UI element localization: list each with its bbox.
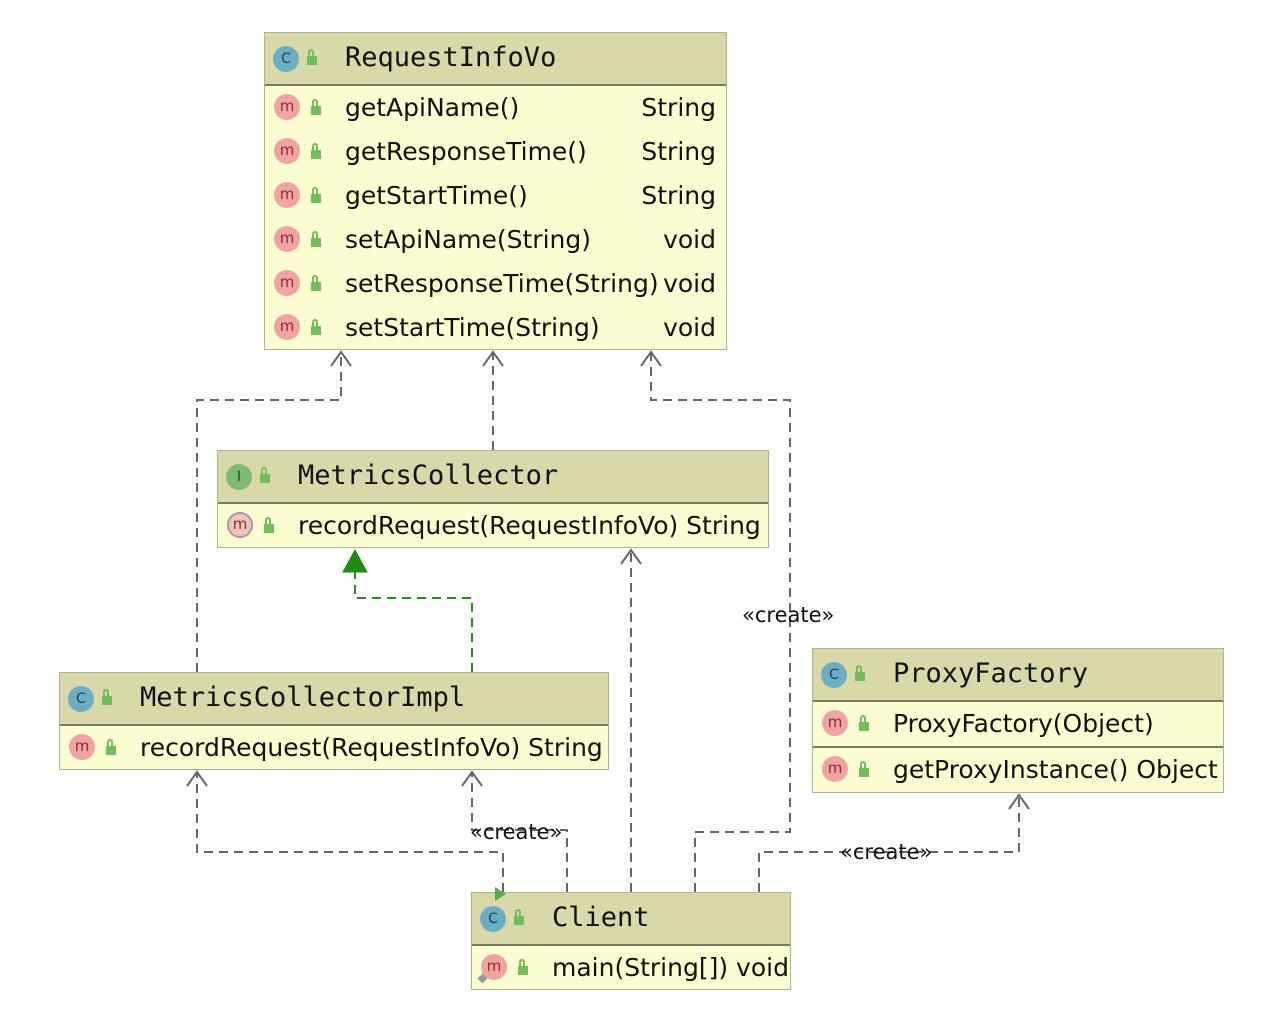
class-header: C Client (472, 887, 790, 946)
method-return-type: void (663, 269, 716, 298)
method-signature: getProxyInstance() Object (893, 755, 1218, 784)
class-name: MetricsCollector (298, 460, 559, 491)
method-signature: main(String[]) void (552, 953, 789, 982)
method-return-type: void (663, 225, 716, 254)
method-return-type: String (641, 93, 716, 122)
class-client[interactable]: C Client m main(String[]) void (471, 887, 791, 990)
method-icon: m (274, 314, 300, 340)
method-signature: getResponseTime() (345, 137, 587, 166)
member-row-recordrequest[interactable]: m recordRequest(RequestInfoVo) String (218, 504, 768, 548)
arrowhead-client-requestinfovo (640, 350, 662, 367)
member-row-recordrequest[interactable]: m recordRequest(RequestInfoVo) String (60, 726, 608, 770)
method-icon: m (274, 270, 300, 296)
class-kind-icon: C (273, 46, 299, 72)
public-visibility-icon (859, 761, 869, 777)
class-name: RequestInfoVo (345, 42, 557, 73)
method-icon: m (274, 138, 300, 164)
method-icon: m (274, 94, 300, 120)
interface-metricscollector[interactable]: I MetricsCollector m recordRequest(Reque… (217, 450, 769, 548)
public-visibility-icon (106, 739, 116, 755)
member-row-constructor[interactable]: m ProxyFactory(Object) (813, 702, 1223, 746)
class-name: Client (552, 902, 650, 933)
class-kind-icon: C (821, 662, 847, 688)
public-visibility-icon (311, 275, 321, 291)
public-visibility-icon (260, 467, 270, 483)
method-signature: setApiName(String) (345, 225, 591, 254)
create-label-metricscollectorimpl: «create» (470, 820, 563, 844)
arrowhead-client-impl (186, 770, 208, 787)
realization-arrowhead (342, 548, 368, 573)
member-row-setresponsetime[interactable]: m setResponseTime(String) void (265, 262, 726, 306)
edge-impl-realizes-collector[interactable] (354, 572, 473, 672)
arrowhead-client-collector (620, 548, 642, 565)
class-header: I MetricsCollector (218, 451, 768, 504)
public-visibility-icon (855, 665, 865, 681)
interface-kind-icon: I (226, 464, 252, 490)
public-visibility-icon (307, 49, 317, 65)
method-icon: m (481, 954, 507, 980)
member-row-main[interactable]: m main(String[]) void (472, 946, 790, 990)
class-kind-icon: C (68, 686, 94, 712)
member-row-getstarttime[interactable]: m getStartTime() String (265, 174, 726, 218)
method-signature: setResponseTime(String) (345, 269, 659, 298)
arrowhead-impl-requestinfovo (330, 350, 352, 367)
class-header: C ProxyFactory (813, 649, 1223, 702)
method-icon: m (822, 756, 848, 782)
public-visibility-icon (102, 689, 112, 705)
member-row-setstarttime[interactable]: m setStartTime(String) void (265, 306, 726, 350)
method-signature: setStartTime(String) (345, 313, 600, 342)
method-signature: recordRequest(RequestInfoVo) String (298, 511, 761, 540)
method-signature: getStartTime() (345, 181, 528, 210)
method-icon: m (274, 182, 300, 208)
class-proxyfactory[interactable]: C ProxyFactory m ProxyFactory(Object) m … (812, 648, 1224, 793)
edge-impl-to-requestinfovo[interactable] (196, 352, 342, 672)
method-signature: ProxyFactory(Object) (893, 709, 1154, 738)
class-header: C MetricsCollectorImpl (60, 673, 608, 726)
method-signature: recordRequest(RequestInfoVo) String (140, 733, 603, 762)
class-name: MetricsCollectorImpl (140, 682, 466, 713)
public-visibility-icon (514, 909, 524, 925)
class-name: ProxyFactory (893, 658, 1089, 689)
method-icon: m (274, 226, 300, 252)
class-kind-icon: C (480, 906, 506, 932)
member-row-getproxyinstance[interactable]: m getProxyInstance() Object (813, 746, 1223, 792)
public-visibility-icon (518, 959, 528, 975)
method-icon: m (69, 734, 95, 760)
public-visibility-icon (311, 231, 321, 247)
member-row-getresponsetime[interactable]: m getResponseTime() String (265, 130, 726, 174)
arrowhead-collector-requestinfovo (482, 350, 504, 367)
public-visibility-icon (311, 99, 321, 115)
edge-client-create-proxyfactory[interactable] (758, 795, 1020, 892)
class-header: C RequestInfoVo (265, 33, 726, 86)
edge-client-create-impl[interactable] (471, 772, 568, 892)
class-metricscollectorimpl[interactable]: C MetricsCollectorImpl m recordRequest(R… (59, 672, 609, 770)
class-requestinfovo[interactable]: C RequestInfoVo m getApiName() String m … (264, 32, 727, 350)
arrowhead-client-create-impl (461, 770, 483, 787)
create-label-requestinfovo: «create» (742, 603, 835, 627)
public-visibility-icon (311, 319, 321, 335)
method-icon: m (822, 710, 848, 736)
arrowhead-client-proxyfactory (1008, 793, 1030, 810)
public-visibility-icon (859, 715, 869, 731)
method-return-type: String (641, 181, 716, 210)
public-visibility-icon (311, 143, 321, 159)
edge-client-create-requestinfovo[interactable] (650, 352, 791, 892)
public-visibility-icon (264, 517, 274, 533)
member-row-getapiname[interactable]: m getApiName() String (265, 86, 726, 130)
method-return-type: void (663, 313, 716, 342)
run-icon (495, 887, 506, 901)
method-signature: getApiName() (345, 93, 520, 122)
create-label-proxyfactory: «create» (840, 840, 933, 864)
public-visibility-icon (311, 187, 321, 203)
member-row-setapiname[interactable]: m setApiName(String) void (265, 218, 726, 262)
abstract-method-icon: m (227, 512, 253, 538)
method-return-type: String (641, 137, 716, 166)
edge-client-to-impl[interactable] (196, 772, 504, 892)
